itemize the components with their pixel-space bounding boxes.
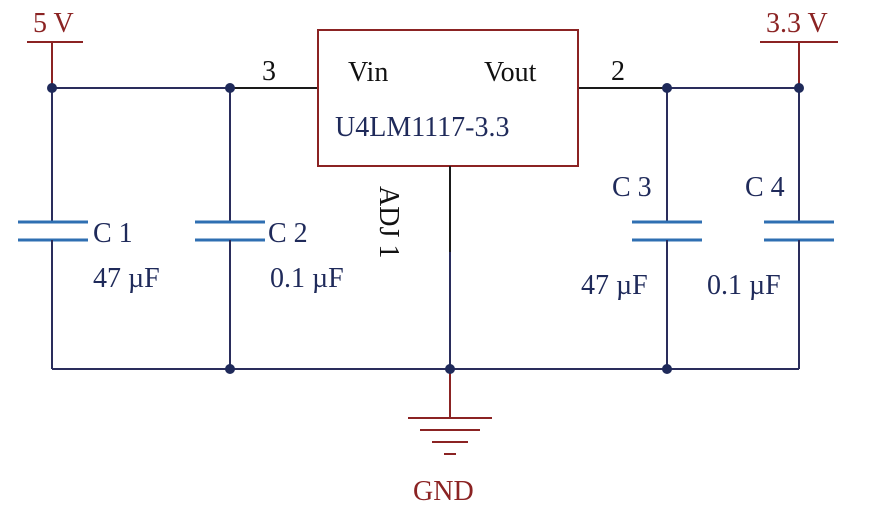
net-label-5v: 5 V [33, 8, 74, 39]
c4-ref: C 4 [745, 172, 785, 203]
net-label-gnd: GND [413, 476, 474, 507]
regulator-ic: Vin Vout U4LM1117-3.3 [317, 29, 579, 167]
junction-dot [662, 83, 672, 93]
pin-number-2: 2 [611, 56, 625, 87]
regulator-part-label: U4LM1117-3.3 [335, 112, 509, 143]
junction-dot [47, 83, 57, 93]
pin-name-vout: Vout [484, 57, 537, 88]
junction-dot [794, 83, 804, 93]
pin-name-vin: Vin [348, 57, 388, 88]
c2-ref: C 2 [268, 218, 308, 249]
c3-ref: C 3 [612, 172, 652, 203]
adj-pin-label: ADJ 1 [373, 186, 404, 258]
c1-ref: C 1 [93, 218, 133, 249]
capacitor-c4: C 4 0.1 µF [707, 88, 834, 369]
ground-symbol: GND [408, 369, 492, 507]
junction-dot [662, 364, 672, 374]
junction-dot [445, 364, 455, 374]
net-label-3v3: 3.3 V [766, 8, 828, 39]
junction-dot [225, 364, 235, 374]
c2-value: 0.1 µF [270, 263, 344, 294]
c3-value: 47 µF [581, 270, 648, 301]
junction-dot [225, 83, 235, 93]
capacitor-c3: C 3 47 µF [581, 88, 702, 369]
power-port-3v3: 3.3 V [760, 8, 838, 88]
pin-number-3: 3 [262, 56, 276, 87]
c1-value: 47 µF [93, 263, 160, 294]
capacitor-c1: C 1 47 µF [18, 88, 160, 369]
capacitor-c2: C 2 0.1 µF [195, 88, 344, 369]
c4-value: 0.1 µF [707, 270, 781, 301]
power-port-5v: 5 V [27, 8, 83, 88]
